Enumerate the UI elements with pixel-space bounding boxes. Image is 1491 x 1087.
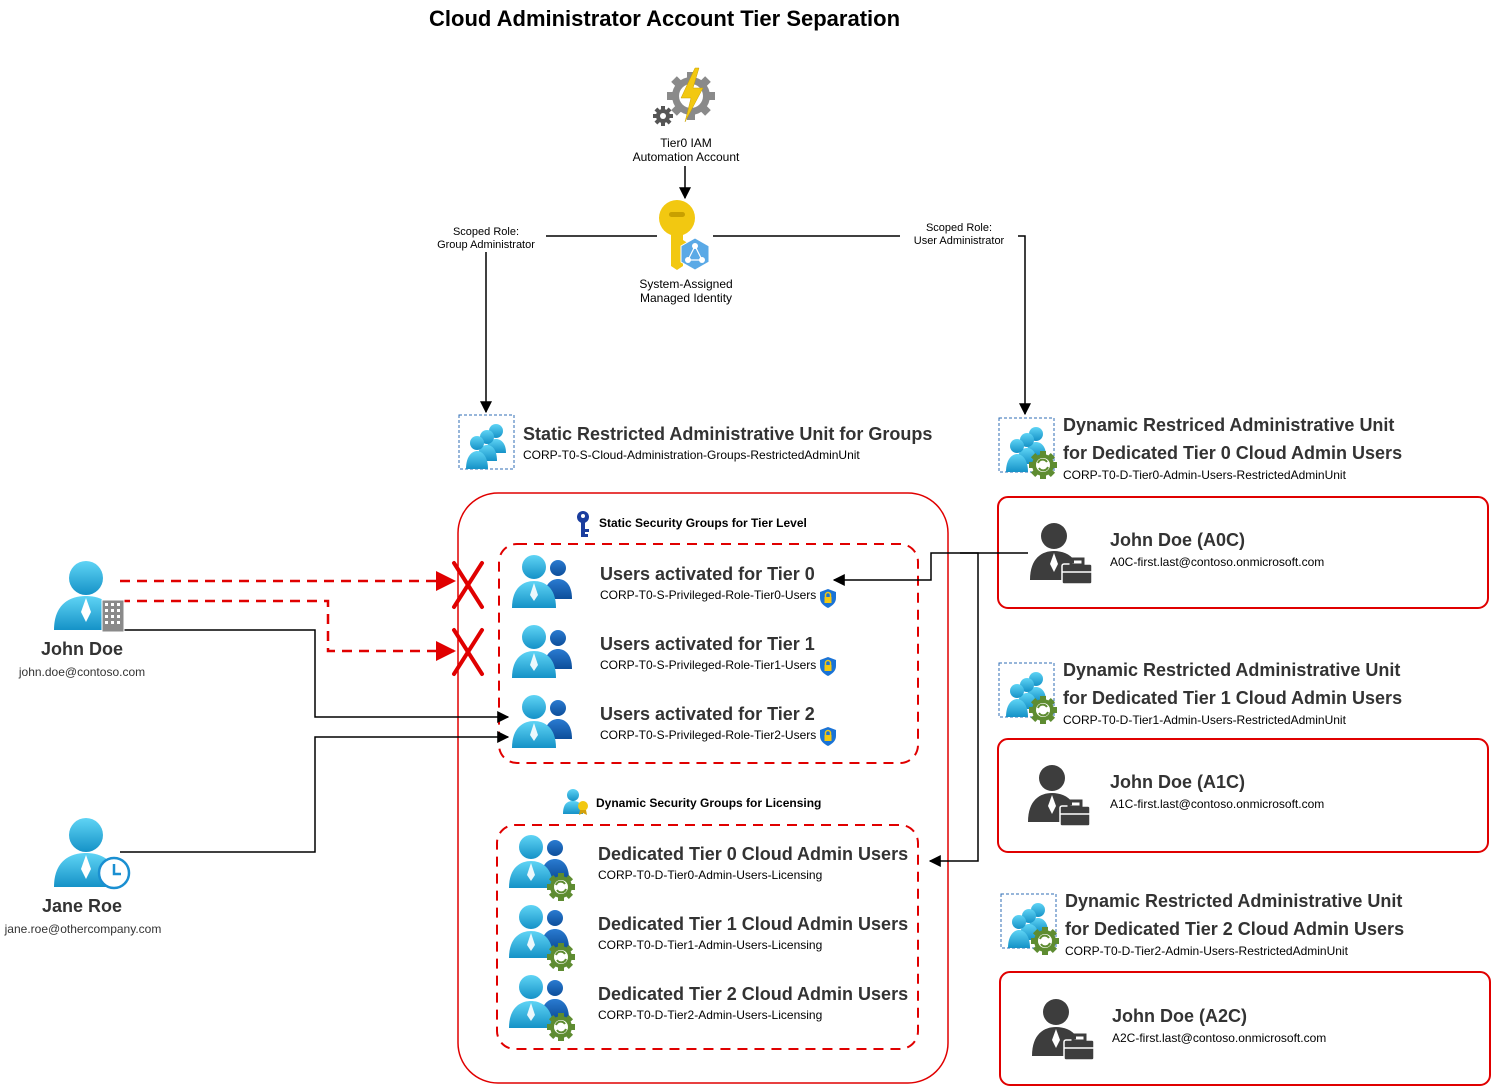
automation-account-line1: Tier0 IAM	[660, 136, 712, 150]
building-icon	[101, 599, 125, 633]
connector-user-admin-role	[713, 235, 1031, 416]
dynamic-group-tier2-icon	[509, 975, 576, 1042]
admin-a1c-name: John Doe (A1C)	[1110, 772, 1245, 792]
managed-identity-line1: System-Assigned	[639, 277, 733, 291]
john-doe-name: John Doe	[40, 639, 123, 659]
dynamic-group-tier1-icon	[509, 905, 576, 972]
dynamic-group-tier0-title: Dedicated Tier 0 Cloud Admin Users	[598, 844, 909, 864]
dynamic-group-tier0-name: CORP-T0-D-Tier0-Admin-Users-Licensing	[598, 868, 823, 882]
link-a0c-to-tier0-dynamic	[928, 552, 979, 867]
blocked-x-tier1	[452, 628, 484, 676]
link-jane-to-tier2	[120, 731, 510, 853]
dynamic-au-tier2-line1: Dynamic Restricted Administrative Unit	[1065, 891, 1403, 911]
groups-container	[457, 492, 949, 1084]
dynamic-group-tier1-title: Dedicated Tier 1 Cloud Admin Users	[598, 914, 909, 934]
static-group-tier0-icon	[512, 555, 572, 608]
admin-user-icon-a1c	[1026, 763, 1092, 828]
dynamic-groups-label: Dynamic Security Groups for Licensing	[596, 796, 822, 810]
dynamic-au-tier0-line2: for Dedicated Tier 0 Cloud Admin Users	[1063, 443, 1403, 463]
static-group-tier1-name: CORP-T0-S-Privileged-Role-Tier1-Users	[600, 658, 817, 672]
shield-lock-icon-tier0	[819, 588, 837, 609]
static-au-icon	[458, 414, 515, 470]
static-groups-container	[498, 543, 919, 764]
admin-a2c-name: John Doe (A2C)	[1112, 1006, 1247, 1026]
static-group-tier2-icon	[512, 695, 572, 748]
static-group-tier0-title: Users activated for Tier 0	[600, 564, 815, 584]
admin-user-icon-a2c	[1030, 997, 1096, 1062]
dynamic-au-tier0-title: Dynamic Restriced Administrative Unit fo…	[1063, 411, 1402, 467]
role-left-line1: Scoped Role:	[452, 226, 520, 238]
blocked-link-tier1	[120, 599, 456, 661]
dynamic-groups-container	[496, 824, 919, 1050]
static-groups-label: Static Security Groups for Tier Level	[599, 516, 807, 530]
blocked-x-tier0	[452, 561, 484, 609]
automation-gear-icon	[653, 67, 715, 126]
page-title: Cloud Administrator Account Tier Separat…	[429, 6, 901, 31]
dynamic-au-tier1-name: CORP-T0-D-Tier1-Admin-Users-RestrictedAd…	[1063, 713, 1346, 727]
dynamic-group-tier2-title: Dedicated Tier 2 Cloud Admin Users	[598, 984, 909, 1004]
shield-lock-icon-tier2	[819, 726, 837, 747]
static-groups-key-icon	[577, 511, 589, 537]
managed-identity-label: System-Assigned Managed Identity	[616, 277, 756, 305]
role-left-line2: Group Administrator	[437, 239, 535, 251]
link-a0c-to-tier0-static	[832, 552, 1028, 586]
static-group-tier1-icon	[512, 625, 572, 678]
admin-box-a1c	[997, 738, 1489, 853]
dynamic-au-tier0-name: CORP-T0-D-Tier0-Admin-Users-RestrictedAd…	[1063, 468, 1346, 482]
dynamic-au-tier2-line2: for Dedicated Tier 2 Cloud Admin Users	[1065, 919, 1405, 939]
admin-box-a0c	[997, 496, 1489, 609]
admin-a0c-email: A0C-first.last@contoso.onmicrosoft.com	[1110, 555, 1325, 569]
managed-identity-key-icon	[659, 200, 710, 271]
dynamic-au-tier2-name: CORP-T0-D-Tier2-Admin-Users-RestrictedAd…	[1065, 944, 1348, 958]
dynamic-au-tier1-title: Dynamic Restricted Administrative Unit f…	[1063, 656, 1402, 712]
admin-box-a2c	[999, 971, 1491, 1086]
dynamic-au-tier0-line1: Dynamic Restriced Administrative Unit	[1063, 415, 1395, 435]
jane-roe-name: Jane Roe	[41, 896, 123, 916]
connector-group-admin-role	[480, 235, 657, 414]
static-group-tier0-name: CORP-T0-S-Privileged-Role-Tier0-Users	[600, 588, 817, 602]
jane-roe-email: jane.roe@othercompany.com	[4, 922, 162, 936]
static-au-title: Static Restricted Administrative Unit fo…	[523, 424, 933, 444]
shield-lock-icon-tier1	[819, 656, 837, 677]
jane-roe-user-icon	[54, 818, 131, 890]
dynamic-group-tier1-name: CORP-T0-D-Tier1-Admin-Users-Licensing	[598, 938, 823, 952]
dynamic-au-tier1-line2: for Dedicated Tier 1 Cloud Admin Users	[1063, 688, 1403, 708]
static-group-tier1-title: Users activated for Tier 1	[600, 634, 815, 654]
dynamic-group-tier2-name: CORP-T0-D-Tier2-Admin-Users-Licensing	[598, 1008, 823, 1022]
static-au-name: CORP-T0-S-Cloud-Administration-Groups-Re…	[523, 448, 860, 462]
john-doe-email: john.doe@contoso.com	[18, 665, 146, 679]
automation-account-line2: Automation Account	[632, 150, 740, 164]
dynamic-au-tier1-icon	[998, 662, 1058, 725]
automation-account-label: Tier0 IAM Automation Account	[616, 136, 756, 164]
role-group-admin-label: Scoped Role: Group Administrator	[426, 226, 546, 252]
role-right-line1: Scoped Role:	[925, 222, 993, 234]
managed-identity-line2: Managed Identity	[639, 291, 733, 305]
role-right-line2: User Administrator	[913, 235, 1005, 247]
admin-a1c-email: A1C-first.last@contoso.onmicrosoft.com	[1110, 797, 1325, 811]
dynamic-au-tier2-icon	[1000, 893, 1060, 956]
static-group-tier2-title: Users activated for Tier 2	[600, 704, 815, 724]
dynamic-group-tier0-icon	[509, 835, 576, 902]
dynamic-au-tier1-line1: Dynamic Restricted Administrative Unit	[1063, 660, 1401, 680]
static-group-tier2-name: CORP-T0-S-Privileged-Role-Tier2-Users	[600, 728, 817, 742]
admin-a2c-email: A2C-first.last@contoso.onmicrosoft.com	[1112, 1031, 1327, 1045]
dynamic-au-tier2-title: Dynamic Restricted Administrative Unit f…	[1065, 887, 1404, 943]
role-user-admin-label: Scoped Role: User Administrator	[900, 222, 1018, 248]
admin-user-icon-a0c	[1028, 521, 1094, 586]
clock-icon	[97, 856, 131, 890]
admin-a0c-name: John Doe (A0C)	[1110, 530, 1245, 550]
link-john-to-tier2	[122, 629, 510, 723]
dynamic-groups-user-icon	[563, 789, 588, 815]
dynamic-au-tier0-icon	[998, 417, 1058, 480]
john-doe-user-icon	[54, 561, 125, 633]
